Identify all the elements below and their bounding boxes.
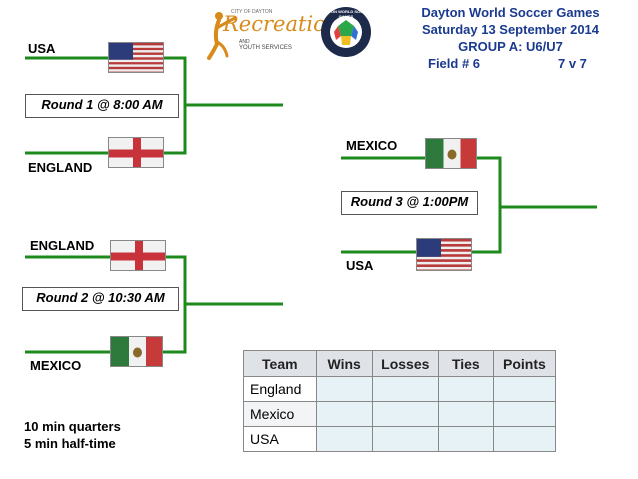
usa-flag-icon bbox=[109, 43, 163, 72]
world-games-logo: DAYTON WORLD SOCCER GAMES bbox=[320, 6, 372, 58]
column-header-losses: Losses bbox=[371, 350, 439, 377]
usa-flag-icon bbox=[417, 239, 471, 270]
match2-team-top: ENGLAND bbox=[30, 238, 95, 253]
standings-table: Team Wins Losses Ties Points England Mex… bbox=[243, 350, 557, 452]
usa-flag bbox=[108, 42, 164, 73]
round3-label: Round 3 @ 1:00PM bbox=[341, 191, 478, 215]
england-flag-icon bbox=[111, 241, 165, 270]
england-flag-icon bbox=[109, 138, 163, 167]
team-cell: USA bbox=[243, 426, 317, 452]
world-games-logo-ring-text: DAYTON WORLD SOCCER GAMES bbox=[320, 9, 372, 19]
mexico-flag-icon bbox=[111, 337, 162, 366]
ties-cell bbox=[437, 426, 494, 452]
column-header-points: Points bbox=[492, 350, 557, 377]
losses-cell bbox=[371, 401, 439, 427]
recreation-logo-main-text: Recreation bbox=[223, 12, 340, 36]
losses-cell bbox=[371, 376, 439, 402]
team-cell: England bbox=[243, 376, 317, 402]
wins-cell bbox=[315, 426, 373, 452]
column-header-wins: Wins bbox=[315, 350, 373, 377]
match3-team-bottom: USA bbox=[346, 258, 374, 273]
note-halftime: 5 min half-time bbox=[24, 436, 116, 451]
match1-team-bottom: ENGLAND bbox=[28, 160, 93, 175]
header-format: 7 v 7 bbox=[558, 56, 587, 71]
header-title: Dayton World Soccer Games bbox=[421, 5, 600, 20]
losses-cell bbox=[371, 426, 439, 452]
recreation-logo-small-text: CITY OF DAYTON bbox=[231, 9, 273, 15]
recreation-logo-sub-text: YOUTH SERVICES bbox=[239, 45, 292, 51]
usa-flag bbox=[416, 238, 472, 271]
team-cell: Mexico bbox=[243, 401, 317, 427]
match3-team-top: MEXICO bbox=[346, 138, 398, 153]
table-row: England bbox=[243, 376, 557, 402]
wins-cell bbox=[315, 376, 373, 402]
points-cell bbox=[492, 426, 557, 452]
wins-cell bbox=[315, 401, 373, 427]
soccer-ball-logo-icon bbox=[321, 7, 371, 57]
ties-cell bbox=[437, 376, 494, 402]
column-header-ties: Ties bbox=[437, 350, 494, 377]
ties-cell bbox=[437, 401, 494, 427]
column-header-team: Team bbox=[243, 350, 317, 377]
england-flag bbox=[108, 137, 164, 168]
match1-team-top: USA bbox=[28, 41, 56, 56]
header-field: Field # 6 bbox=[428, 56, 481, 71]
england-flag bbox=[110, 240, 166, 271]
recreation-logo-and-text: AND bbox=[239, 39, 250, 45]
table-row: Mexico bbox=[243, 401, 557, 427]
round2-label: Round 2 @ 10:30 AM bbox=[22, 287, 179, 311]
header-group: GROUP A: U6/U7 bbox=[458, 39, 563, 54]
recreation-logo: CITY OF DAYTON Recreation AND YOUTH SERV… bbox=[205, 6, 339, 62]
note-quarters: 10 min quarters bbox=[24, 419, 121, 434]
mexico-flag bbox=[425, 138, 477, 169]
table-row: USA bbox=[243, 426, 557, 452]
standings-header-row: Team Wins Losses Ties Points bbox=[243, 350, 557, 377]
points-cell bbox=[492, 376, 557, 402]
mexico-flag-icon bbox=[426, 139, 476, 168]
mexico-flag bbox=[110, 336, 163, 367]
points-cell bbox=[492, 401, 557, 427]
match2-team-bottom: MEXICO bbox=[30, 358, 82, 373]
round1-label: Round 1 @ 8:00 AM bbox=[25, 94, 179, 118]
header-date: Saturday 13 September 2014 bbox=[421, 22, 600, 37]
recreation-figure-icon bbox=[207, 12, 237, 60]
